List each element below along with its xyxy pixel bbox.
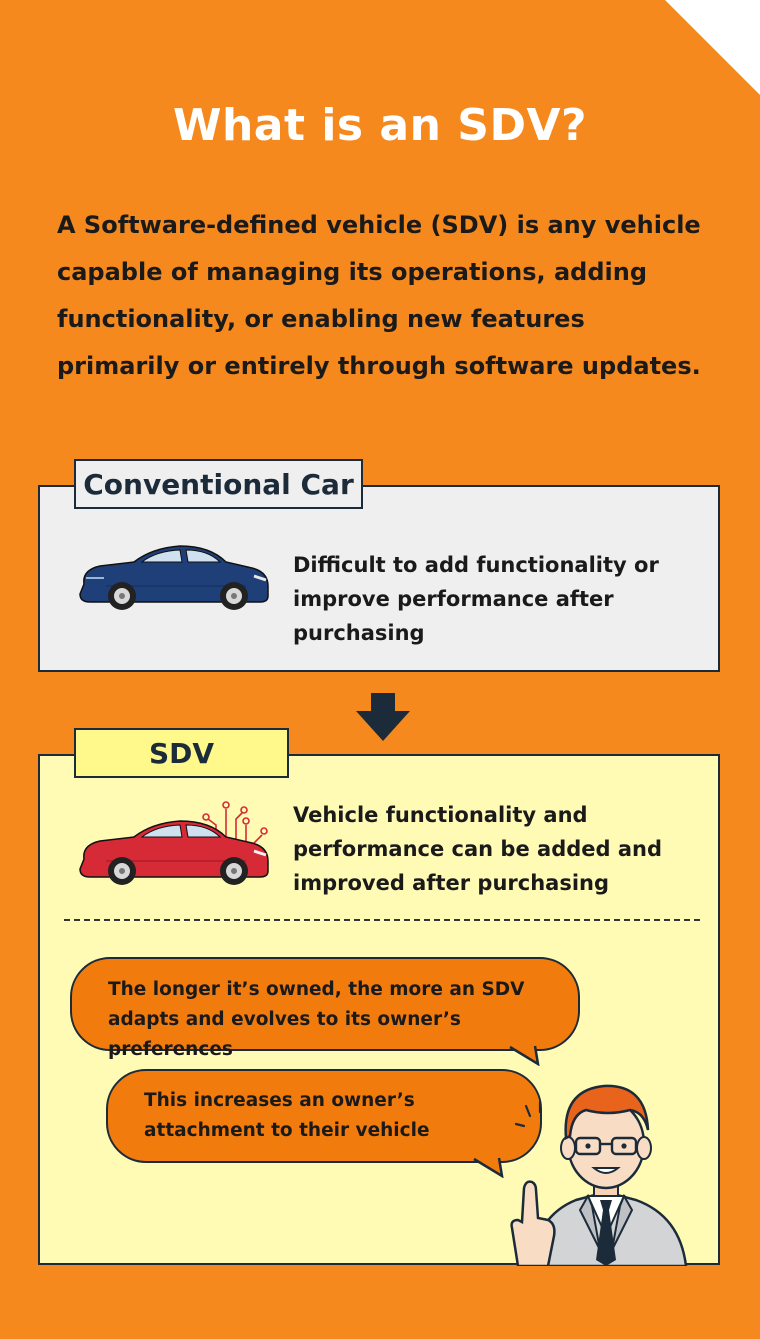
speech-bubble-1 — [70, 957, 580, 1051]
speech-bubble-1-tail — [508, 1044, 540, 1066]
conventional-car-tag: Conventional Car — [74, 459, 363, 509]
red-sedan-with-signal-illustration — [79, 801, 269, 885]
arrow-down-icon — [356, 693, 410, 741]
sdv-tag: SDV — [74, 728, 289, 778]
blue-sedan-illustration — [79, 545, 269, 610]
intro-paragraph: A Software-defined vehicle (SDV) is any … — [57, 211, 701, 380]
page-corner-fold — [665, 0, 760, 95]
speech-bubble-2 — [106, 1069, 542, 1163]
dashed-divider — [64, 919, 700, 921]
speech-bubble-2-text: This increases an owner’s attachment to … — [144, 1090, 430, 1141]
sdv-description: Vehicle functionality and performance ca… — [293, 803, 662, 895]
speech-bubble-1-text: The longer it’s owned, the more an SDV a… — [108, 979, 525, 1060]
conventional-car-description: Difficult to add functionality or improv… — [293, 553, 659, 645]
businessman-pointing-illustration — [510, 1084, 688, 1266]
speech-bubble-2-tail — [472, 1156, 504, 1178]
page-title: What is an SDV? — [172, 100, 588, 151]
